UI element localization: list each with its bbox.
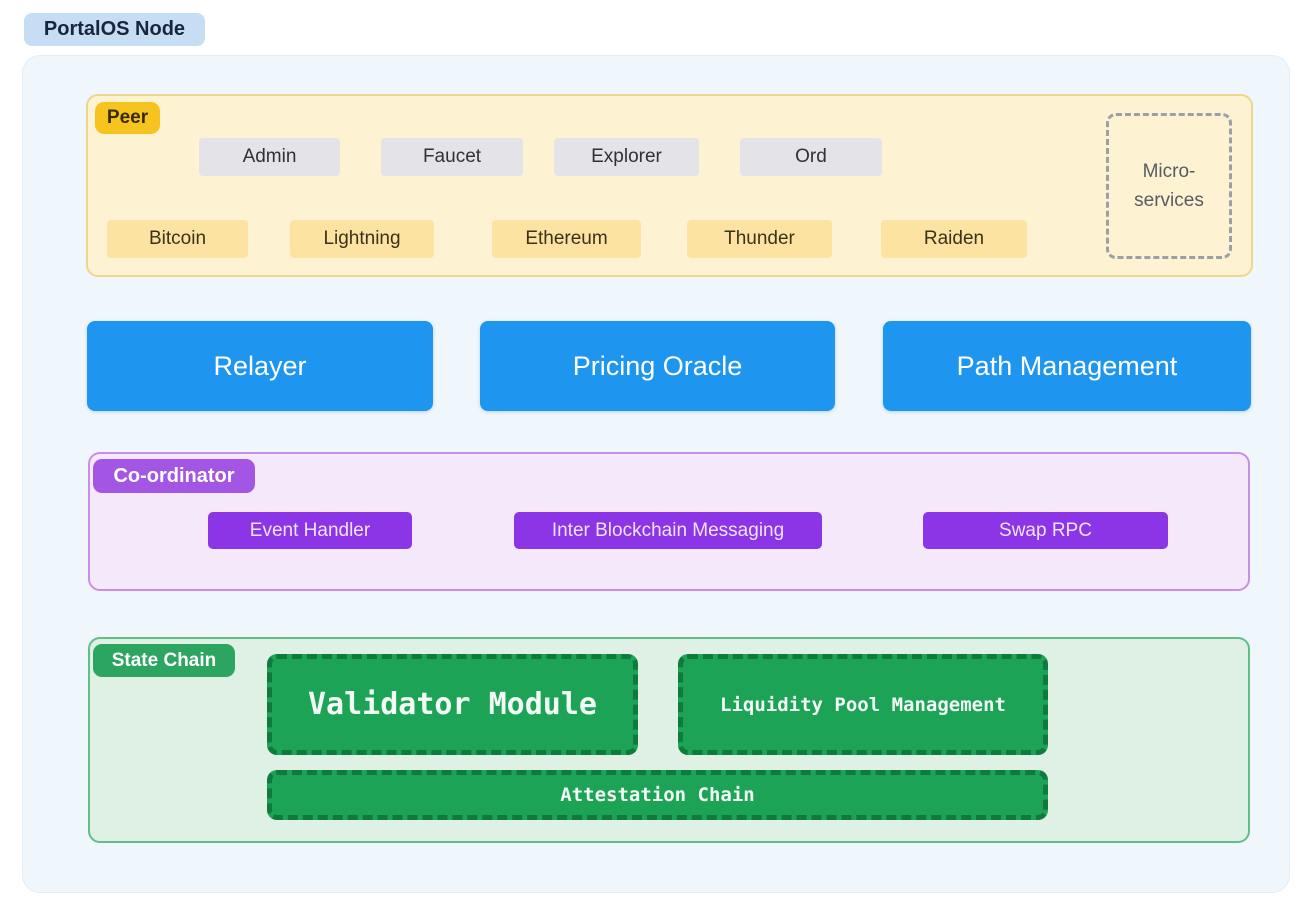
peer-chain-lightning[interactable]: Lightning (290, 220, 434, 258)
peer-chain-bitcoin[interactable]: Bitcoin (107, 220, 248, 258)
peer-service-explorer[interactable]: Explorer (554, 138, 699, 176)
peer-chain-raiden[interactable]: Raiden (881, 220, 1027, 258)
state-chain-section-badge: State Chain (93, 644, 235, 677)
peer-service-ord[interactable]: Ord (740, 138, 882, 176)
state-chain-liquidity-pool-management[interactable]: Liquidity Pool Management (678, 654, 1048, 755)
module-relayer[interactable]: Relayer (87, 321, 433, 411)
microservices-box[interactable]: Micro- services (1106, 113, 1232, 259)
microservices-label-line1: Micro- (1142, 160, 1196, 182)
state-chain-attestation-chain[interactable]: Attestation Chain (267, 770, 1048, 820)
coordinator-swap-rpc[interactable]: Swap RPC (923, 512, 1168, 549)
peer-section (86, 94, 1253, 277)
microservices-label-line2: services (1134, 190, 1204, 211)
peer-section-badge: Peer (95, 102, 160, 134)
module-pricing-oracle[interactable]: Pricing Oracle (480, 321, 835, 411)
module-path-management[interactable]: Path Management (883, 321, 1251, 411)
peer-chain-ethereum[interactable]: Ethereum (492, 220, 641, 258)
coordinator-section-badge: Co-ordinator (93, 459, 255, 493)
page-title: PortalOS Node (24, 13, 205, 46)
coordinator-event-handler[interactable]: Event Handler (208, 512, 412, 549)
peer-service-admin[interactable]: Admin (199, 138, 340, 176)
peer-service-faucet[interactable]: Faucet (381, 138, 523, 176)
peer-chain-thunder[interactable]: Thunder (687, 220, 832, 258)
state-chain-validator-module[interactable]: Validator Module (267, 654, 638, 755)
coordinator-inter-blockchain-messaging[interactable]: Inter Blockchain Messaging (514, 512, 822, 549)
